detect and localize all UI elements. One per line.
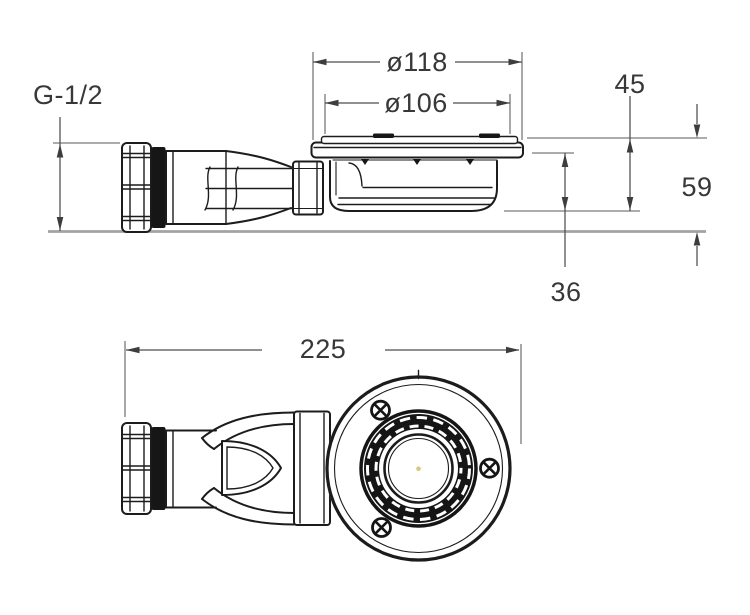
union-nut-top — [293, 410, 331, 526]
clip-tab — [361, 159, 369, 165]
dim-label-59: 59 — [681, 172, 712, 202]
lid-tab — [373, 133, 394, 138]
dim-label-45: 45 — [614, 69, 645, 99]
phillips-screw-icon — [371, 517, 392, 538]
gasket-top — [151, 427, 166, 510]
clip-tab — [466, 159, 474, 165]
gasket-side — [151, 147, 166, 228]
flange-side — [310, 133, 524, 165]
compression-nut-top — [121, 422, 152, 515]
dim-flange-outer-diameter: ø118 — [312, 47, 523, 140]
clip-tab — [413, 159, 421, 165]
inlet-pipe-top — [165, 429, 217, 509]
lid-tab — [479, 133, 500, 138]
trap-body-side — [329, 160, 498, 212]
drain-flange-top — [325, 369, 512, 562]
dim-overall-height: 59 — [681, 104, 712, 266]
dim-label-thread-size: G-1/2 — [33, 80, 103, 110]
dim-flange-to-body-bottom: 45 — [614, 69, 645, 211]
flange-lid-side — [320, 135, 519, 145]
phillips-screw-icon — [370, 399, 391, 421]
dim-label-lid-diameter: ø106 — [384, 88, 448, 118]
pipe-end-pocket-top — [221, 440, 282, 496]
phillips-screw-icon — [479, 457, 500, 479]
dim-label-36: 36 — [550, 277, 581, 307]
pipe-break-symbol — [204, 166, 211, 211]
center-mark — [416, 466, 421, 472]
top-view: 225 — [121, 334, 522, 562]
side-view: G-1/2 ø118 ø106 45 — [33, 47, 712, 307]
union-nut-side — [292, 160, 324, 216]
dim-label-flange-outer-diameter: ø118 — [386, 47, 448, 77]
inlet-socket-side — [165, 150, 292, 225]
dim-thread-size: G-1/2 — [33, 80, 120, 231]
grate-ring — [359, 409, 478, 528]
compression-nut-side — [121, 142, 152, 233]
dim-lid-diameter: ø106 — [324, 88, 511, 134]
dim-overall-length: 225 — [124, 334, 522, 444]
clamp-arms-top — [201, 411, 295, 526]
inlet-pipe-side — [204, 166, 294, 211]
dim-label-225: 225 — [300, 334, 347, 364]
pipe-break-symbol — [232, 166, 239, 211]
dim-body-depth: 36 — [550, 153, 581, 307]
